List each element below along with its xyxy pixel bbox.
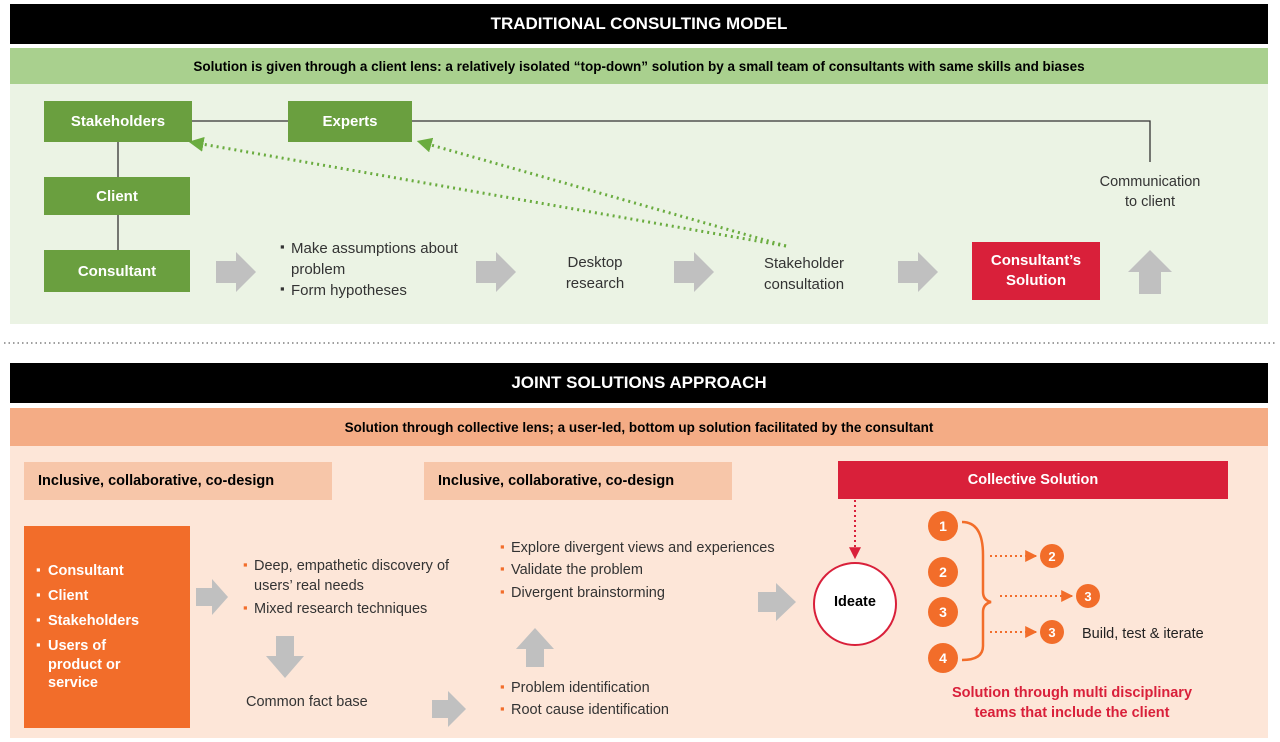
flow-arrow-3 — [674, 252, 714, 292]
dotted-to-stakeholders — [188, 136, 787, 248]
participant-item: Client — [36, 587, 186, 605]
ideate-label: Ideate — [834, 594, 876, 610]
step-result-3b: 3 — [1040, 620, 1064, 644]
participants-list: Consultant Client Stakeholders Users of … — [36, 562, 186, 692]
step-circle-4: 4 — [928, 643, 958, 673]
explore-list: Explore divergent views and experiences … — [500, 537, 840, 604]
common-fact-base-label: Common fact base — [246, 694, 368, 710]
joint-header: JOINT SOLUTIONS APPROACH — [10, 363, 1268, 403]
step-circle-3: 3 — [928, 597, 958, 627]
assumptions-list: Make assumptions about problem Form hypo… — [280, 238, 470, 301]
steps-brace — [961, 520, 992, 662]
joint-arrow-participants — [196, 579, 228, 615]
explore-item: Explore divergent views and experiences — [500, 537, 840, 559]
step-circle-1: 1 — [928, 511, 958, 541]
step-result-3a: 3 — [1076, 584, 1100, 608]
collective-solution-box: Collective Solution — [838, 461, 1228, 499]
dotted-to-experts — [416, 137, 787, 248]
discovery-item: Deep, empathetic discovery of users’ rea… — [243, 556, 479, 596]
step-result-2: 2 — [1040, 544, 1064, 568]
codesign-box-2: Inclusive, collaborative, co-design — [424, 462, 732, 500]
flow-arrow-up — [1128, 250, 1172, 294]
flow-arrow-2 — [476, 252, 516, 292]
participant-item: Stakeholders — [36, 612, 186, 630]
participant-item: Users of product or service — [36, 637, 158, 691]
joint-arrow-up — [516, 628, 554, 667]
flow-arrow-4 — [898, 252, 938, 292]
client-box: Client — [44, 177, 190, 215]
flow-arrow-1 — [216, 252, 256, 292]
experts-box: Experts — [288, 101, 412, 142]
consultant-solution-box: Consultant’s Solution — [972, 242, 1100, 300]
traditional-header: TRADITIONAL CONSULTING MODEL — [10, 4, 1268, 44]
discovery-list: Deep, empathetic discovery of users’ rea… — [243, 556, 483, 619]
participant-item: Consultant — [36, 562, 186, 580]
joint-arrow-factbase — [432, 691, 466, 727]
stakeholders-box: Stakeholders — [44, 101, 192, 142]
discovery-item: Mixed research techniques — [243, 599, 483, 619]
communication-label: Communication to client — [1099, 174, 1201, 211]
codesign-box-1: Inclusive, collaborative, co-design — [24, 462, 332, 500]
problem-item: Root cause identification — [500, 699, 740, 721]
explore-item: Validate the problem — [500, 559, 840, 581]
assumption-item: Form hypotheses — [280, 280, 470, 301]
step-circle-2: 2 — [928, 557, 958, 587]
problem-item: Problem identification — [500, 677, 740, 699]
assumption-item: Make assumptions about problem — [280, 238, 470, 280]
traditional-subheader: Solution is given through a client lens:… — [10, 48, 1268, 84]
explore-item: Divergent brainstorming — [500, 582, 840, 604]
build-test-label: Build, test & iterate — [1082, 626, 1204, 642]
stakeholder-consultation-label: Stakeholder consultation — [764, 255, 845, 293]
consultant-box: Consultant — [44, 250, 190, 292]
experts-communication-line — [412, 120, 1151, 162]
problem-list: Problem identification Root cause identi… — [500, 677, 740, 722]
joint-arrow-down — [266, 636, 304, 678]
desktop-research-label: Desktop research — [565, 254, 625, 292]
joint-subheader: Solution through collective lens; a user… — [10, 408, 1268, 446]
multi-disciplinary-label: Solution through multi disciplinary team… — [951, 685, 1193, 721]
